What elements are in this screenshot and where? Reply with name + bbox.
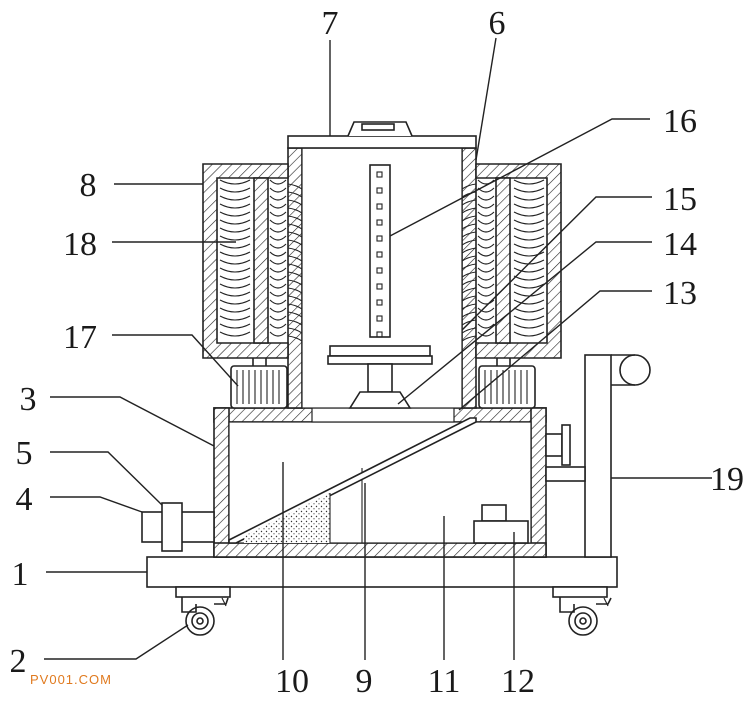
label-12: 12 — [501, 663, 535, 700]
label-1: 1 — [12, 556, 29, 593]
base-plate — [146, 556, 618, 588]
label-7: 7 — [322, 5, 339, 42]
left-caster-wheel — [175, 586, 231, 636]
label-4: 4 — [16, 481, 33, 518]
leader-lines — [44, 37, 712, 660]
right-motor — [478, 358, 536, 409]
right-chamber — [475, 163, 562, 359]
handle-19 — [545, 354, 651, 558]
label-6: 6 — [489, 5, 506, 42]
disc-plate — [327, 345, 433, 409]
left-motor — [230, 358, 288, 409]
watermark: PV001.COM — [30, 672, 112, 687]
lid — [287, 121, 477, 149]
inclined-plate — [228, 417, 477, 544]
pump-5 — [161, 502, 183, 552]
filter-tube — [369, 164, 391, 338]
label-17: 17 — [63, 319, 97, 356]
side-valve — [545, 424, 571, 466]
label-15: 15 — [663, 181, 697, 218]
label-13: 13 — [663, 275, 697, 312]
label-16: 16 — [663, 103, 697, 140]
label-18: 18 — [63, 226, 97, 263]
right-brushes — [461, 179, 545, 342]
label-8: 8 — [80, 167, 97, 204]
label-19: 19 — [710, 461, 744, 498]
label-5: 5 — [16, 435, 33, 472]
label-9: 9 — [356, 663, 373, 700]
label-11: 11 — [428, 663, 461, 700]
label-2: 2 — [10, 643, 27, 680]
left-chamber — [202, 163, 289, 359]
left-brushes — [219, 179, 303, 342]
label-3: 3 — [20, 381, 37, 418]
label-10: 10 — [275, 663, 309, 700]
right-caster-wheel — [552, 586, 612, 636]
label-14: 14 — [663, 226, 697, 263]
